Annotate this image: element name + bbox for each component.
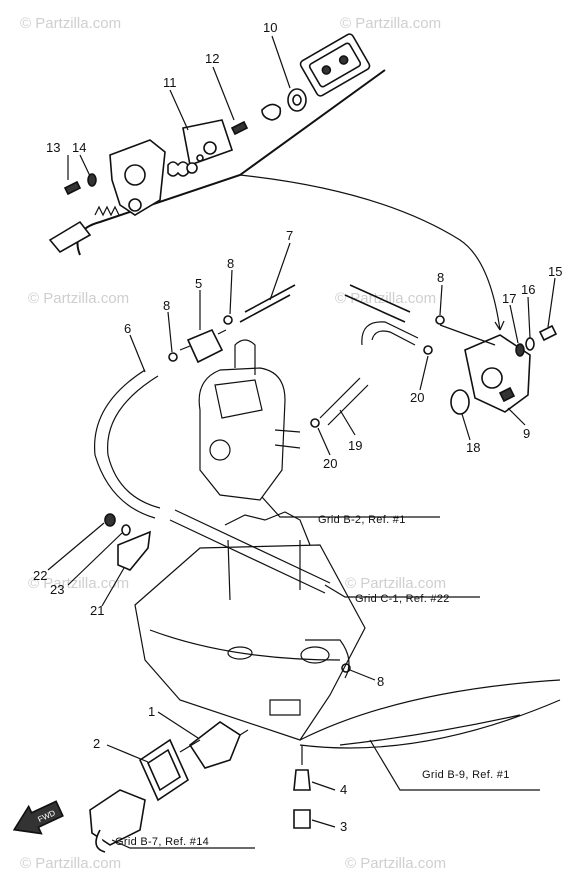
callout-11: 11 [163, 75, 177, 90]
fuel-hose-lower [169, 509, 331, 594]
callout-20: 20 [323, 456, 337, 471]
callout-9: 9 [523, 426, 530, 441]
callout-1: 1 [148, 704, 155, 719]
washer-part [515, 343, 525, 357]
clip-part [168, 352, 178, 362]
callout-8: 8 [163, 298, 170, 313]
clip-part [435, 315, 445, 325]
callout-7: 7 [286, 228, 293, 243]
pump-cover-part [299, 33, 371, 97]
clip-part [423, 345, 433, 355]
leader-dashed [439, 324, 496, 346]
arrow-head [494, 320, 505, 331]
bracket-21 [104, 513, 151, 571]
knob-bracket-part [89, 789, 146, 853]
grid-ref-b2: Grid B-2, Ref. #1 [318, 514, 406, 526]
callout-2: 2 [93, 736, 100, 751]
forward-arrow-icon: FWD [12, 800, 64, 835]
callout-15: 15 [548, 264, 562, 279]
washer-part [525, 337, 535, 351]
gasket-part-18 [450, 389, 470, 415]
carburetor-reference [198, 339, 301, 501]
group-leader-line [239, 174, 501, 331]
screw-part [230, 120, 249, 136]
bolt-part-22 [104, 513, 116, 527]
washer-part [87, 173, 97, 187]
pump-fasteners [515, 324, 558, 357]
callout-21: 21 [90, 603, 104, 618]
callout-16: 16 [521, 282, 535, 297]
fuel-hose-upper-right [344, 284, 411, 323]
grid-ref-b7: Grid B-7, Ref. #14 [115, 836, 209, 848]
watermark: © Partzilla.com [28, 290, 129, 307]
hose-clips [168, 315, 445, 673]
washer-part-23 [121, 524, 131, 536]
fuel-hoses [93, 284, 419, 594]
callout-20: 20 [410, 390, 424, 405]
hull-outline [299, 679, 561, 749]
grid-references: Grid B-2, Ref. #1 Grid C-1, Ref. #22 Gri… [115, 514, 510, 848]
watermark: © Partzilla.com [20, 15, 121, 32]
callout-23: 23 [50, 582, 64, 597]
callout-6: 6 [124, 321, 131, 336]
watermark: © Partzilla.com [20, 855, 121, 872]
clip-part [223, 315, 233, 325]
watermark: © Partzilla.com [345, 855, 446, 872]
plunger-part [48, 220, 92, 254]
drain-bolt-part [293, 745, 311, 829]
callout-22: 22 [33, 568, 47, 583]
callout-10: 10 [263, 20, 277, 35]
grid-ref-c1: Grid C-1, Ref. #22 [355, 593, 450, 605]
watermark: © Partzilla.com [340, 15, 441, 32]
callout-17: 17 [502, 291, 516, 306]
fuel-hose-19 [319, 377, 369, 426]
valve-part [261, 103, 282, 121]
spring-part [94, 205, 120, 217]
screw-part [538, 324, 558, 342]
fuel-hose-elbow [361, 321, 419, 346]
gasket-part-2 [138, 738, 190, 802]
check-valve-part [167, 161, 189, 177]
callout-8: 8 [377, 674, 384, 689]
callout-leaders [47, 35, 556, 849]
fuel-pump-exploded-group [48, 33, 386, 256]
grid-ref-b9: Grid B-9, Ref. #1 [422, 769, 510, 781]
callout-4: 4 [340, 782, 347, 797]
watermark: © Partzilla.com [28, 575, 129, 592]
watermark-layer: © Partzilla.com © Partzilla.com © Partzi… [20, 15, 446, 872]
callout-13: 13 [46, 140, 60, 155]
callout-5: 5 [195, 276, 202, 291]
watermark: © Partzilla.com [345, 575, 446, 592]
callout-19: 19 [348, 438, 362, 453]
callout-3: 3 [340, 819, 347, 834]
fuel-tank-reference [134, 511, 366, 741]
callout-14: 14 [72, 140, 86, 155]
watermark: © Partzilla.com [335, 290, 436, 307]
callout-8: 8 [227, 256, 234, 271]
callout-labels: 10 12 11 14 13 7 8 5 8 6 8 17 16 15 9 18… [33, 20, 562, 834]
callout-18: 18 [466, 440, 480, 455]
fuel-hose-7 [239, 284, 296, 323]
fuel-pump-assembly [464, 334, 531, 413]
fuel-filter-part [179, 328, 227, 364]
fuel-hose-6 [93, 369, 161, 519]
clip-part [310, 418, 320, 428]
callout-12: 12 [205, 51, 219, 66]
screw-part [63, 180, 82, 196]
callout-8: 8 [437, 270, 444, 285]
fuel-cock-part-1 [179, 721, 249, 769]
